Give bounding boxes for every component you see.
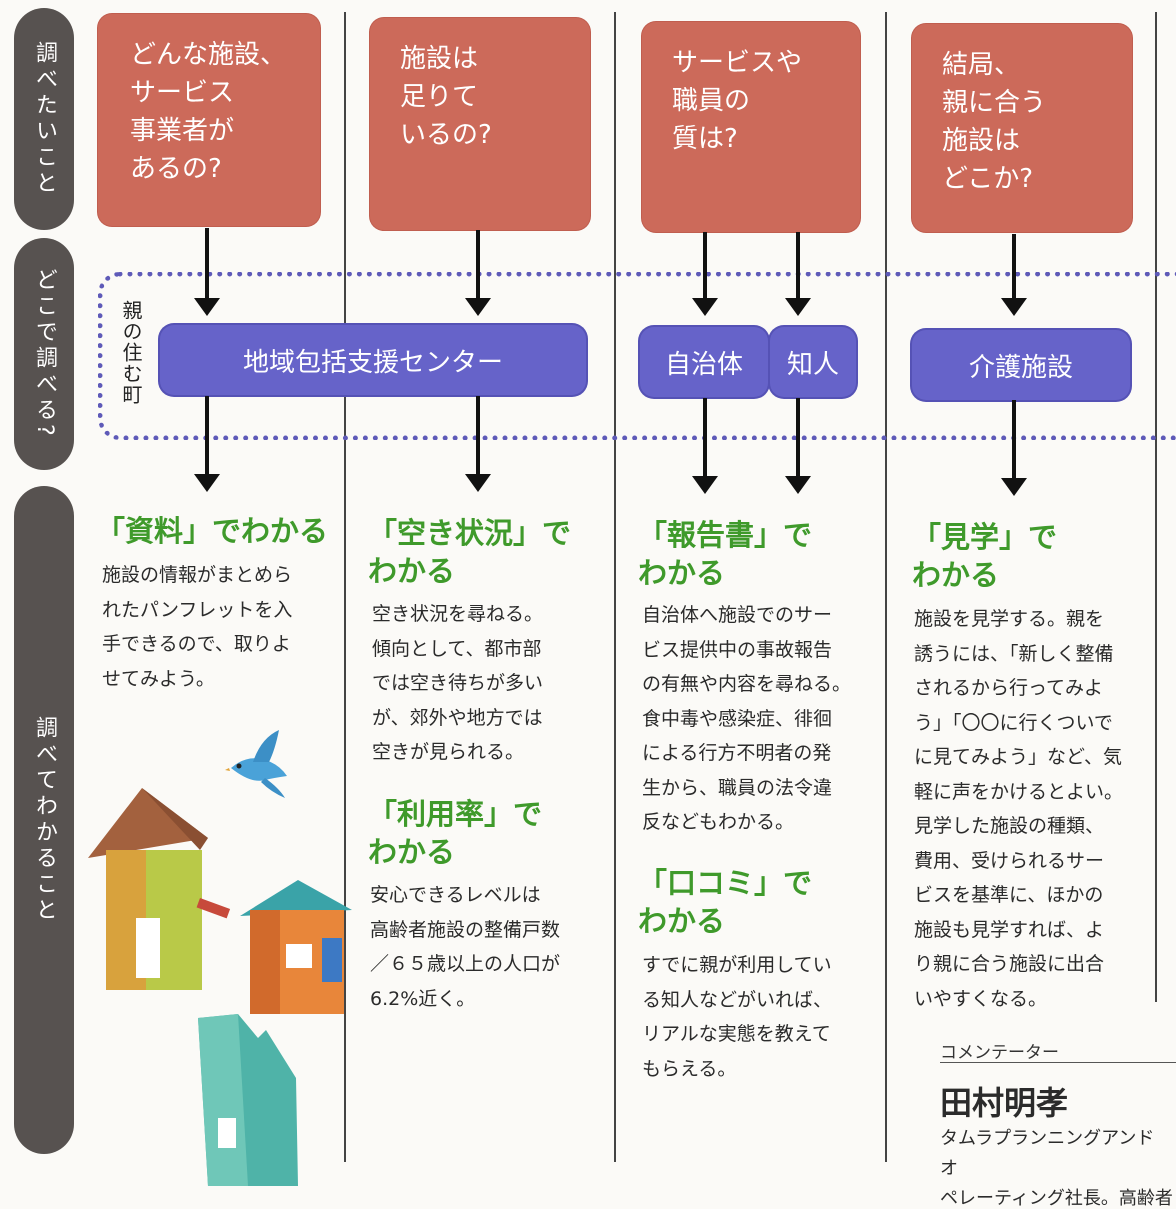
source-box-care-facility: 介護施設	[912, 330, 1130, 400]
arrow	[692, 398, 718, 494]
commentator-label: コメンテーター	[940, 1043, 1059, 1063]
source-box-municipality: 自治体	[640, 327, 768, 397]
column-divider	[344, 12, 346, 1162]
finding-body-word-of-mouth: すでに親が利用してい る知人などがいれば、 リアルな実態を教えて もらえる。	[642, 954, 833, 1080]
arrow	[785, 398, 811, 494]
commentator-description: タムラプランニングアンド オ ペレーティング社長。高齢者 住宅の事業計画立案や実…	[940, 1128, 1173, 1209]
finding-heading-materials: 「資料」でわかる	[96, 514, 329, 548]
commentator-name: 田村明孝	[940, 1084, 1069, 1122]
arrow	[465, 396, 491, 492]
finding-body-visit: 施設を見学する。親を 誘うには、「新しく整備 されるから行ってみよ う」「〇〇に…	[914, 608, 1124, 1010]
houses-illustration	[88, 788, 352, 1186]
column-divider	[885, 12, 887, 1162]
arrow	[465, 230, 491, 316]
arrow	[1001, 234, 1027, 316]
arrow	[194, 396, 220, 492]
parent-town-label: 親の住む町	[119, 300, 143, 405]
arrow	[692, 232, 718, 316]
finding-body-vacancy: 空き状況を尋ねる。 傾向として、都市部 では空き待ちが多い が、郊外や地方では …	[372, 603, 544, 763]
bird-illustration	[225, 730, 287, 798]
question-box-best-fit: 結局、 親に合う 施設は どこか?	[912, 24, 1132, 232]
arrow	[785, 232, 811, 316]
side-label-what-to-check: 調べたいこと	[14, 8, 74, 230]
arrow	[1001, 400, 1027, 496]
finding-body-materials: 施設の情報がまとめら れたパンフレットを入 手できるので、取りよ せてみよう。	[102, 564, 293, 690]
column-divider	[1155, 12, 1157, 1002]
finding-heading-usage-rate: 「利用率」で わかる	[368, 797, 543, 869]
finding-body-usage-rate: 安心できるレベルは 高齢者施設の整備戸数 ／６５歳以上の人口が 6.2%近く。	[370, 884, 561, 1010]
question-box-quality: サービスや 職員の 質は?	[642, 22, 860, 232]
question-box-capacity: 施設は 足りて いるの?	[370, 18, 590, 230]
column-divider	[614, 12, 616, 1162]
source-box-acquaintance: 知人	[770, 327, 856, 397]
finding-heading-report: 「報告書」で わかる	[638, 518, 813, 590]
finding-heading-vacancy: 「空き状況」で わかる	[368, 516, 572, 588]
question-box-facilities: どんな施設、 サービス 事業者が あるの?	[98, 14, 320, 226]
side-label-where-to-check: どこで調べる?	[14, 238, 74, 470]
finding-heading-visit: 「見学」で わかる	[912, 520, 1058, 592]
side-label-what-you-learn: 調べてわかること	[14, 486, 74, 1154]
parent-town-region	[98, 272, 1176, 440]
source-box-community-center: 地域包括支援センター	[160, 325, 586, 395]
arrow	[194, 228, 220, 316]
finding-body-report: 自治体へ施設でのサー ビス提供中の事故報告 の有無や内容を尋ねる。 食中毒や感染…	[642, 604, 852, 833]
commentator-divider	[940, 1062, 1176, 1063]
finding-heading-word-of-mouth: 「口コミ」で わかる	[638, 866, 813, 938]
